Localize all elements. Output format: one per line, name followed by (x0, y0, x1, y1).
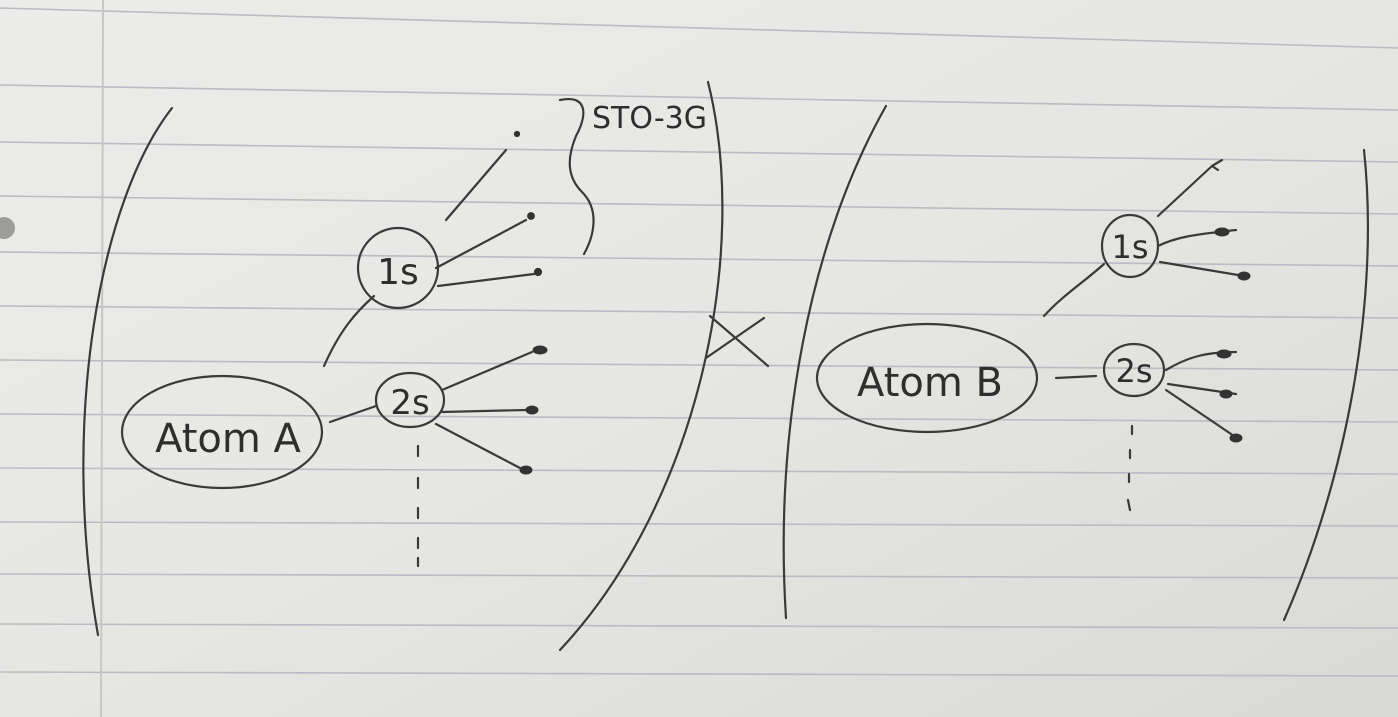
left-paren-b (782, 104, 888, 620)
product-operator: × (704, 314, 770, 368)
primitive-line (444, 148, 508, 222)
orbital-b-2s: 2s (1102, 342, 1166, 398)
orbital-a-2s-circle (374, 371, 446, 429)
primitive-dot (1237, 271, 1251, 281)
edge-atom-b-to-2s (1054, 374, 1098, 380)
margin-line (100, 0, 104, 717)
orbital-b-1s-label: 1s (1111, 228, 1148, 266)
atom-b-label: Atom B (857, 360, 1003, 406)
primitive-line (1164, 388, 1236, 438)
continuation-dots-b (1126, 424, 1134, 512)
atom-b-node: Atom B (815, 322, 1039, 434)
orbital-b-2s-label: 2s (1115, 352, 1152, 390)
primitive-dot (1216, 349, 1232, 359)
left-paren-a (82, 106, 174, 637)
primitive-line (1156, 164, 1214, 218)
orbital-a-2s-label: 2s (390, 383, 429, 423)
primitives-a-1s (434, 130, 543, 288)
orbital-a-2s: 2s (374, 371, 446, 429)
edge-atom-b-to-1s (1042, 262, 1106, 318)
product-cross-stroke (704, 316, 766, 360)
primitive-dot (533, 267, 543, 277)
orbital-a-1s-label: 1s (377, 252, 419, 293)
primitive-dot (519, 465, 533, 475)
primitive-dot (527, 212, 535, 220)
primitives-b-2s (1164, 349, 1243, 443)
primitive-line (434, 422, 522, 470)
primitive-dot (1229, 433, 1243, 443)
primitive-line (436, 272, 536, 288)
edge-atom-a-to-2s (328, 404, 378, 424)
primitive-dot (532, 345, 548, 355)
primitive-dot (1214, 227, 1230, 237)
basis-brace (558, 97, 595, 256)
edge-atom-a-to-1s (322, 294, 376, 368)
primitive-dot (1219, 389, 1233, 399)
atom-b-ellipse (815, 322, 1039, 434)
primitive-dot (513, 130, 521, 138)
primitive-dot (525, 405, 539, 415)
atom-a-node: Atom A (120, 374, 324, 490)
basis-label: STO-3G (592, 101, 707, 136)
primitives-b-1s (1156, 158, 1251, 281)
orbital-a-1s: 1s (356, 226, 440, 310)
primitive-line (440, 350, 534, 392)
right-paren-b (1282, 148, 1370, 622)
primitive-tip (1210, 158, 1224, 172)
primitive-line (1158, 260, 1246, 278)
ruled-lines (0, 7, 1398, 677)
binder-hole (0, 217, 15, 239)
product-cross-stroke (708, 314, 770, 368)
right-paren-a (558, 80, 724, 652)
primitive-line (434, 218, 528, 270)
orbital-b-2s-circle (1102, 342, 1166, 398)
primitive-line (440, 408, 528, 414)
primitives-a-2s (434, 345, 548, 475)
atom-a-ellipse (120, 374, 324, 490)
atom-a-label: Atom A (155, 416, 301, 462)
